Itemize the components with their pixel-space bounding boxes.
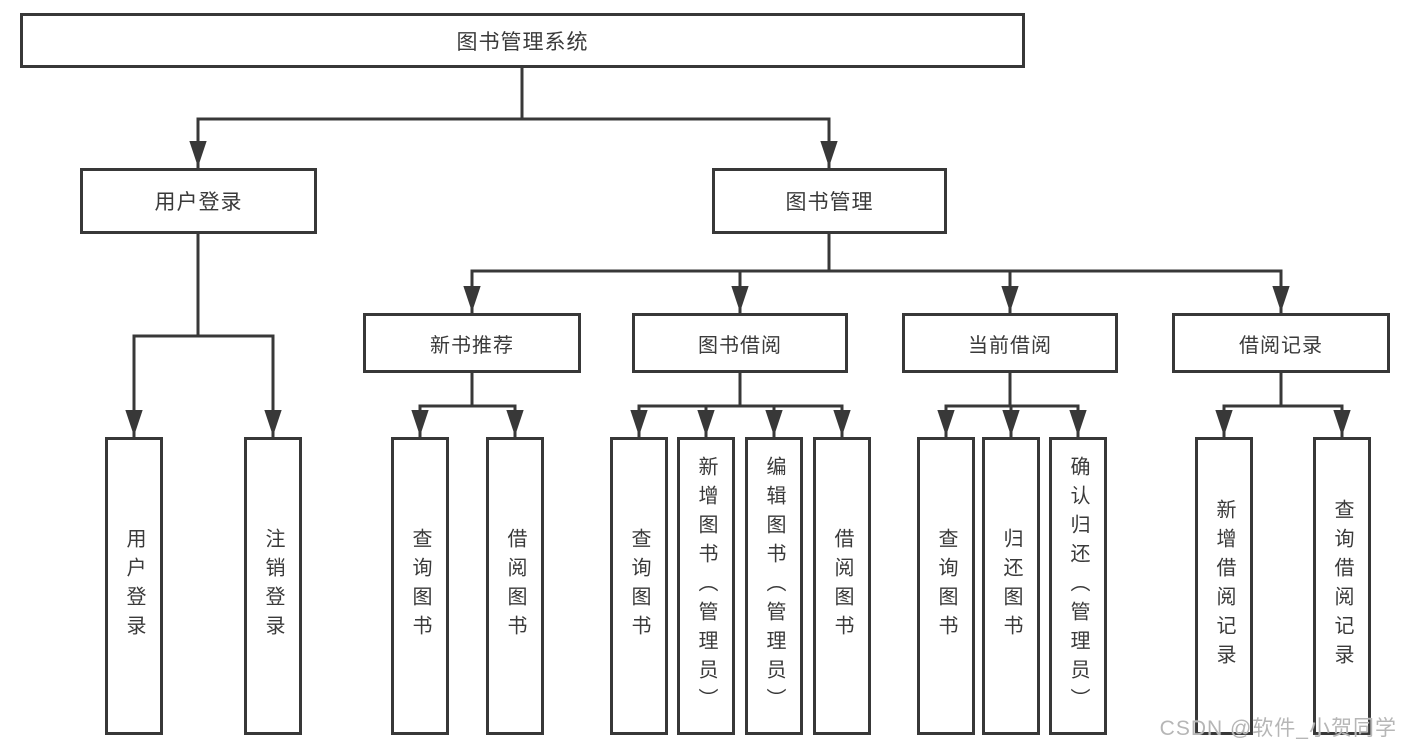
leaf-label: 确认归还（管理员） <box>1067 455 1089 717</box>
leaf-label: 借阅图书 <box>504 528 526 644</box>
node-book-borrow: 图书借阅 <box>632 313 848 373</box>
leaf-label: 新增图书（管理员） <box>695 455 717 717</box>
node-library-system: 图书管理系统 <box>20 13 1025 68</box>
leaf-query-books-recommend: 查询图书 <box>391 437 449 735</box>
leaf-borrow-books: 借阅图书 <box>813 437 871 735</box>
leaf-query-books-current: 查询图书 <box>917 437 975 735</box>
leaf-label: 查询借阅记录 <box>1331 499 1353 673</box>
node-user-login: 用户登录 <box>80 168 317 234</box>
leaf-label: 编辑图书（管理员） <box>763 455 785 717</box>
leaf-label: 注销登录 <box>262 528 284 644</box>
node-new-book-recommend: 新书推荐 <box>363 313 581 373</box>
node-current-borrow: 当前借阅 <box>902 313 1118 373</box>
leaf-label: 借阅图书 <box>831 528 853 644</box>
leaf-add-book-admin: 新增图书（管理员） <box>677 437 735 735</box>
leaf-logout: 注销登录 <box>244 437 302 735</box>
leaf-add-borrow-record: 新增借阅记录 <box>1195 437 1253 735</box>
leaf-label: 新增借阅记录 <box>1213 499 1235 673</box>
leaf-return-books: 归还图书 <box>982 437 1040 735</box>
leaf-query-borrow-record: 查询借阅记录 <box>1313 437 1371 735</box>
node-borrow-records: 借阅记录 <box>1172 313 1390 373</box>
leaf-borrow-books-recommend: 借阅图书 <box>486 437 544 735</box>
leaf-confirm-return-admin: 确认归还（管理员） <box>1049 437 1107 735</box>
leaf-label: 查询图书 <box>628 528 650 644</box>
leaf-edit-book-admin: 编辑图书（管理员） <box>745 437 803 735</box>
leaf-user-login: 用户登录 <box>105 437 163 735</box>
leaf-label: 用户登录 <box>123 528 145 644</box>
leaf-label: 归还图书 <box>1000 528 1022 644</box>
leaf-query-books-borrow: 查询图书 <box>610 437 668 735</box>
leaf-label: 查询图书 <box>409 528 431 644</box>
leaf-label: 查询图书 <box>935 528 957 644</box>
node-book-management: 图书管理 <box>712 168 947 234</box>
